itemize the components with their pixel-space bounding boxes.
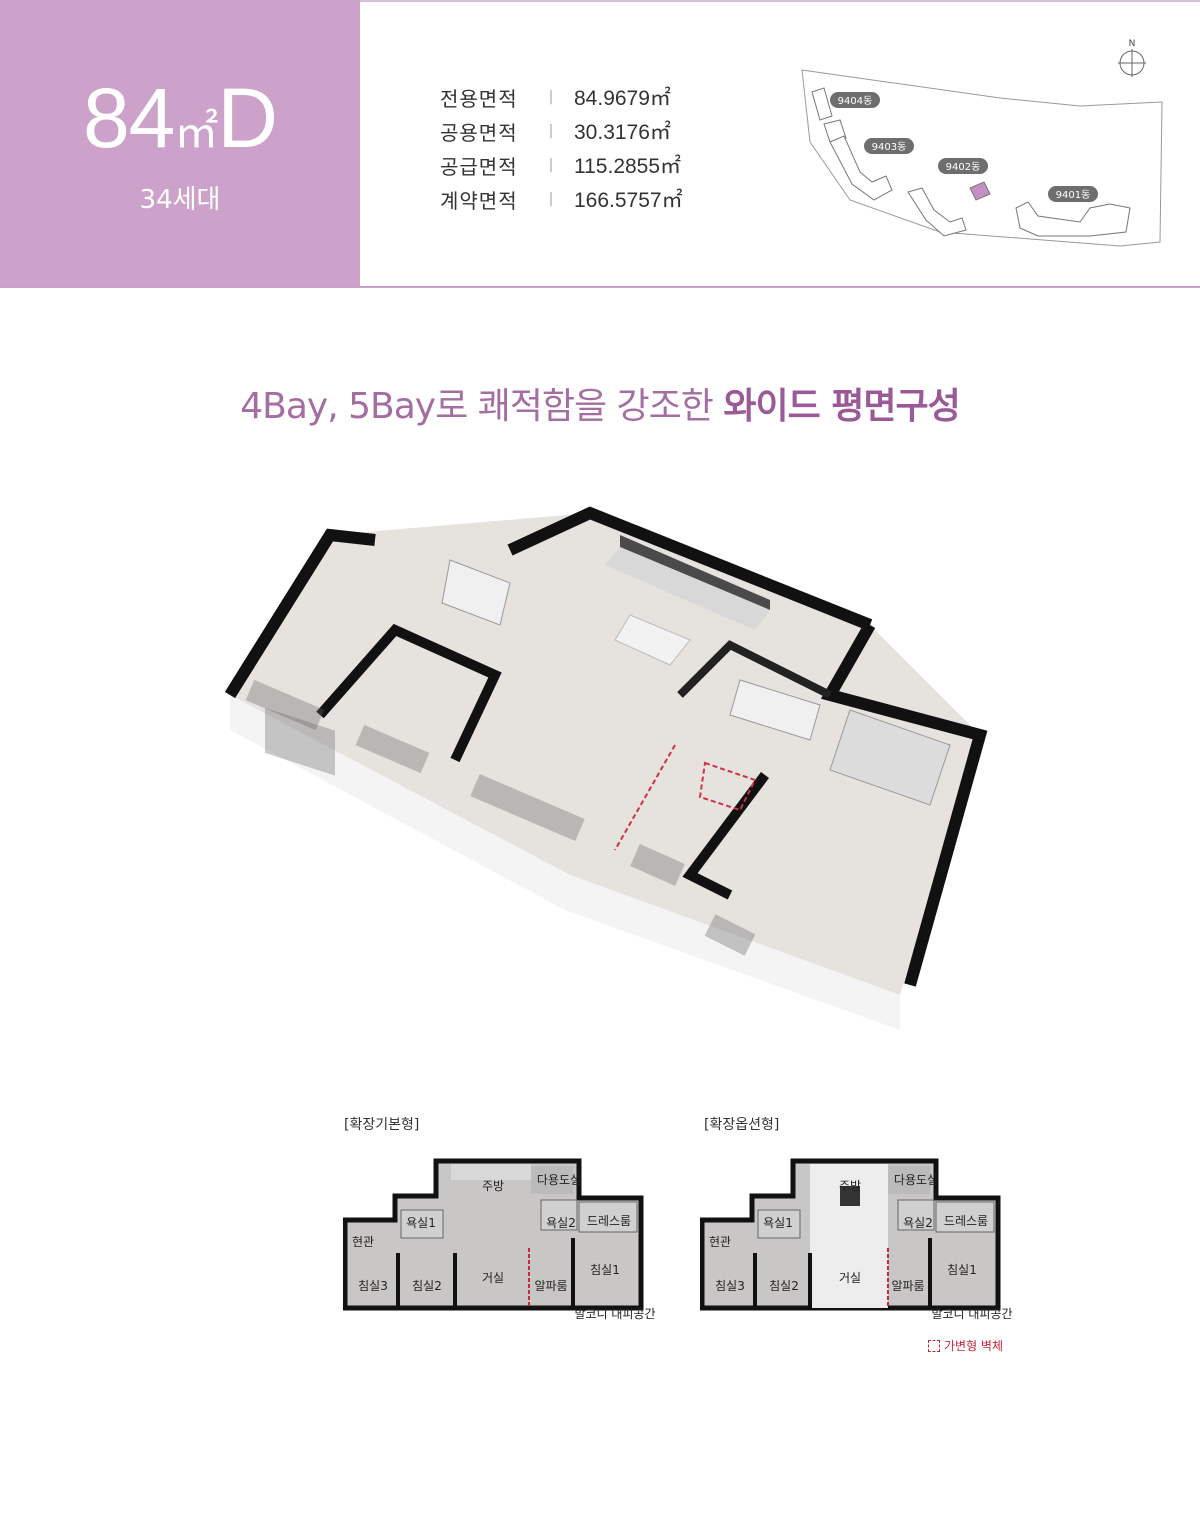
floor-plan-basic: 주방 다용도실 욕실1 욕실2 드레스룸 현관 거실 침실1 침실2 침실3 알… xyxy=(343,1158,656,1321)
svg-text:욕실2: 욕실2 xyxy=(903,1216,933,1230)
svg-text:현관: 현관 xyxy=(352,1235,374,1249)
dashed-box-icon xyxy=(928,1339,940,1352)
svg-text:침실3: 침실3 xyxy=(358,1279,388,1293)
building-tag: 9404동 xyxy=(830,92,880,108)
area-table: 전용면적|84.9679㎡ 공용면적|30.3176㎡ 공급면적|115.285… xyxy=(440,80,683,216)
building-tag: 9402동 xyxy=(938,158,988,174)
svg-text:현관: 현관 xyxy=(709,1235,731,1249)
household-count: 34세대 xyxy=(139,185,221,215)
area-row: 전용면적|84.9679㎡ xyxy=(440,86,671,111)
svg-text:거실: 거실 xyxy=(482,1271,504,1285)
unit-type-title: 84㎡D xyxy=(82,71,278,165)
isometric-floor-plan xyxy=(224,506,988,1030)
svg-text:욕실1: 욕실1 xyxy=(763,1216,793,1230)
top-rule xyxy=(360,0,1200,2)
area-row: 공급면적|115.2855㎡ xyxy=(440,154,682,179)
svg-text:거실: 거실 xyxy=(839,1271,861,1285)
building-tag: 9401동 xyxy=(1048,186,1098,202)
svg-text:드레스룸: 드레스룸 xyxy=(944,1214,988,1228)
svg-text:침실2: 침실2 xyxy=(769,1279,799,1293)
svg-text:N: N xyxy=(1129,39,1136,49)
svg-text:욕실2: 욕실2 xyxy=(546,1216,576,1230)
svg-text:9401동: 9401동 xyxy=(1056,189,1091,201)
svg-text:다용도실: 다용도실 xyxy=(537,1173,581,1187)
svg-text:침실3: 침실3 xyxy=(715,1279,745,1293)
building-tag: 9403동 xyxy=(864,138,914,154)
plan-title-option: [확장옵션형] xyxy=(704,1117,780,1133)
header: 84㎡D 34세대 전용면적|84.9679㎡ 공용면적|30.3176㎡ 공급… xyxy=(0,0,1200,288)
svg-text:발코니 대피공간: 발코니 대피공간 xyxy=(574,1307,655,1321)
site-plan: N 9404동 9403동 9402동 9401동 xyxy=(801,39,1163,247)
compass-icon: N xyxy=(1118,39,1146,77)
floor-plan-option: 주방 다용도실 욕실1 욕실2 드레스룸 현관 거실 침실1 침실2 침실3 알… xyxy=(700,1158,1013,1321)
svg-text:주방: 주방 xyxy=(482,1179,504,1193)
svg-text:침실1: 침실1 xyxy=(590,1263,620,1277)
svg-text:드레스룸: 드레스룸 xyxy=(587,1214,631,1228)
svg-text:9403동: 9403동 xyxy=(872,141,907,153)
area-row: 공용면적|30.3176㎡ xyxy=(440,120,671,145)
variable-wall-legend: 가변형 벽체 xyxy=(928,1337,1003,1354)
area-row: 계약면적|166.5757㎡ xyxy=(440,188,683,213)
svg-text:침실1: 침실1 xyxy=(947,1263,977,1277)
plan-title-basic: [확장기본형] xyxy=(344,1117,420,1133)
svg-text:욕실1: 욕실1 xyxy=(406,1216,436,1230)
svg-text:발코니 대피공간: 발코니 대피공간 xyxy=(931,1307,1012,1321)
svg-text:알파룸: 알파룸 xyxy=(534,1279,567,1293)
headline: 4Bay, 5Bay로 쾌적함을 강조한 와이드 평면구성 xyxy=(240,386,961,427)
unit-type-badge: 84㎡D 34세대 xyxy=(0,0,360,286)
svg-text:9404동: 9404동 xyxy=(838,95,873,107)
svg-text:주방: 주방 xyxy=(839,1179,861,1193)
svg-text:9402동: 9402동 xyxy=(946,161,981,173)
svg-text:다용도실: 다용도실 xyxy=(894,1173,938,1187)
svg-text:알파룸: 알파룸 xyxy=(891,1279,924,1293)
svg-text:침실2: 침실2 xyxy=(412,1279,442,1293)
